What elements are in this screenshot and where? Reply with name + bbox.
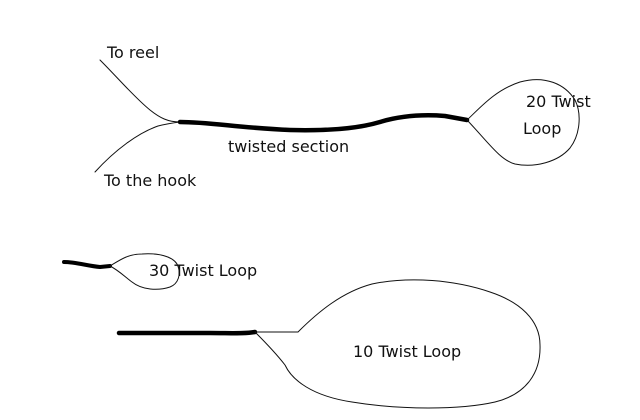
label-to-hook: To the hook xyxy=(103,171,197,190)
twist-loop-10 xyxy=(254,279,541,409)
twist-loop-20 xyxy=(466,79,580,166)
label-to-reel: To reel xyxy=(106,43,159,62)
label-twist-loop-10: 10 Twist Loop xyxy=(353,342,461,361)
top-rig: To reel To the hook twisted section 20 T… xyxy=(94,43,591,190)
small-loop-rig: 30 Twist Loop xyxy=(62,253,257,290)
label-twist-loop-30: 30 Twist Loop xyxy=(149,261,257,280)
small-loop-twisted-line xyxy=(62,260,112,269)
line-to-hook xyxy=(94,121,181,173)
label-twisted-section: twisted section xyxy=(228,137,349,156)
large-loop-twisted-line xyxy=(116,329,258,336)
large-loop-rig: 10 Twist Loop xyxy=(116,279,541,409)
twisted-section-line xyxy=(177,113,470,133)
label-twist-loop-20-line2: Loop xyxy=(523,119,561,138)
twist-loop-30 xyxy=(109,253,180,290)
label-twist-loop-20-line1: 20 Twist xyxy=(526,92,591,111)
line-to-reel xyxy=(99,59,181,123)
